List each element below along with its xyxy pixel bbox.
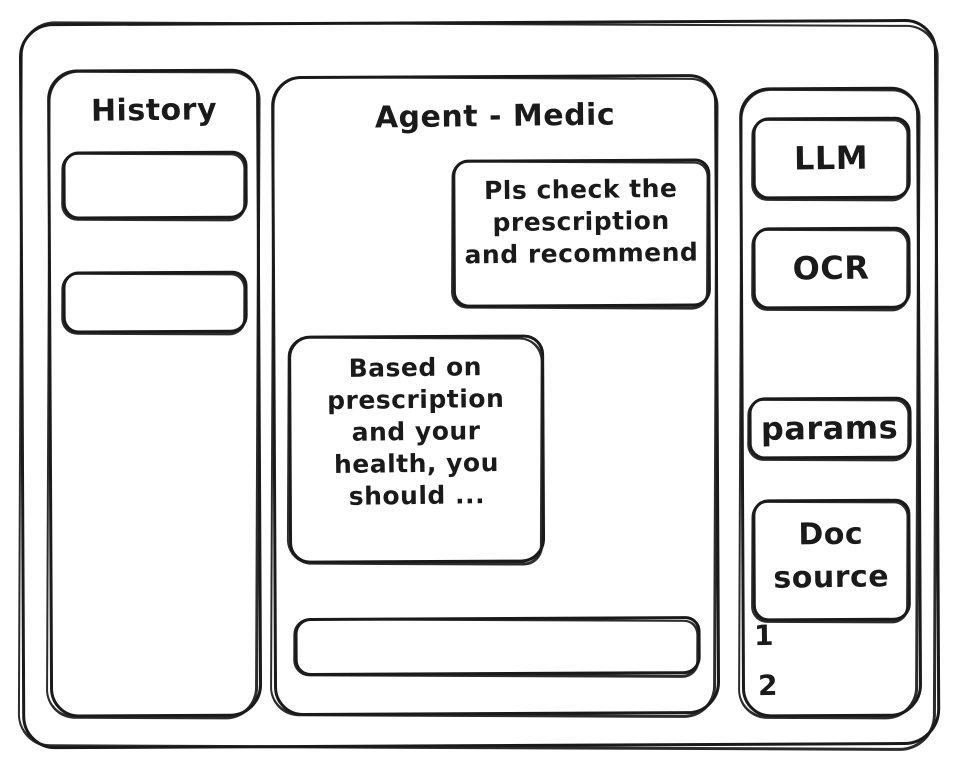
message-composer-input[interactable]	[294, 618, 700, 676]
tool-button-params[interactable]: params	[748, 398, 911, 460]
assistant-message-text: Based on prescription and your health, y…	[326, 352, 505, 511]
agent-panel-title: Agent - Medic	[374, 97, 616, 136]
history-list-item[interactable]	[62, 272, 247, 334]
tool-button-params-label: params	[760, 408, 899, 448]
assistant-message-bubble: Based on prescription and your health, y…	[288, 336, 544, 564]
doc-source-list-item[interactable]: 1	[753, 618, 775, 653]
tool-button-ocr[interactable]: OCR	[752, 228, 910, 310]
history-item-label	[62, 151, 247, 153]
tool-button-ocr-label: OCR	[792, 248, 870, 288]
user-message-text: Pls check the prescription and recommend	[464, 173, 699, 270]
doc-source-list-item[interactable]: 2	[757, 668, 779, 703]
tool-button-llm-label: LLM	[793, 138, 869, 178]
history-item-label	[62, 271, 247, 273]
tool-button-llm[interactable]: LLM	[752, 118, 910, 200]
history-panel-title: History	[90, 92, 218, 129]
history-list-item[interactable]	[62, 152, 247, 220]
doc-source-label: Doc source	[773, 516, 890, 596]
doc-source-button[interactable]: Doc source	[752, 500, 910, 622]
user-message-bubble: Pls check the prescription and recommend	[452, 160, 710, 308]
